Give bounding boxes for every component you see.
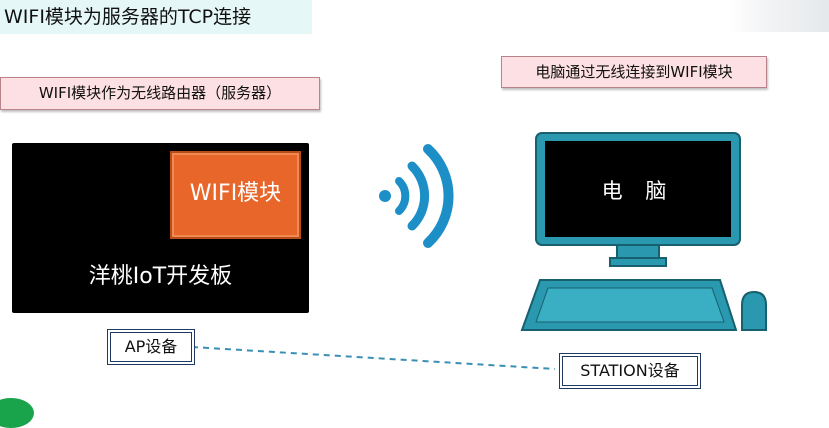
page-title: WIFI模块为服务器的TCP连接 <box>0 0 312 34</box>
ap-device-label: AP设备 <box>110 332 192 362</box>
diagram-graphics <box>191 132 767 370</box>
desktop-computer-icon <box>520 132 767 331</box>
station-device-label: STATION设备 <box>562 356 698 386</box>
pc-connect-label: 电脑通过无线连接到WIFI模块 <box>501 56 767 88</box>
computer-screen-label: 电 脑 <box>601 179 675 203</box>
wifi-module-box: WIFI模块 <box>170 151 301 239</box>
board-label: 洋桃IoT开发板 <box>88 264 233 289</box>
wifi-signal-icon <box>379 144 454 248</box>
watermark <box>728 0 829 32</box>
link-line <box>191 346 556 370</box>
server-role-label: WIFI模块作为无线路由器（服务器） <box>0 77 320 110</box>
